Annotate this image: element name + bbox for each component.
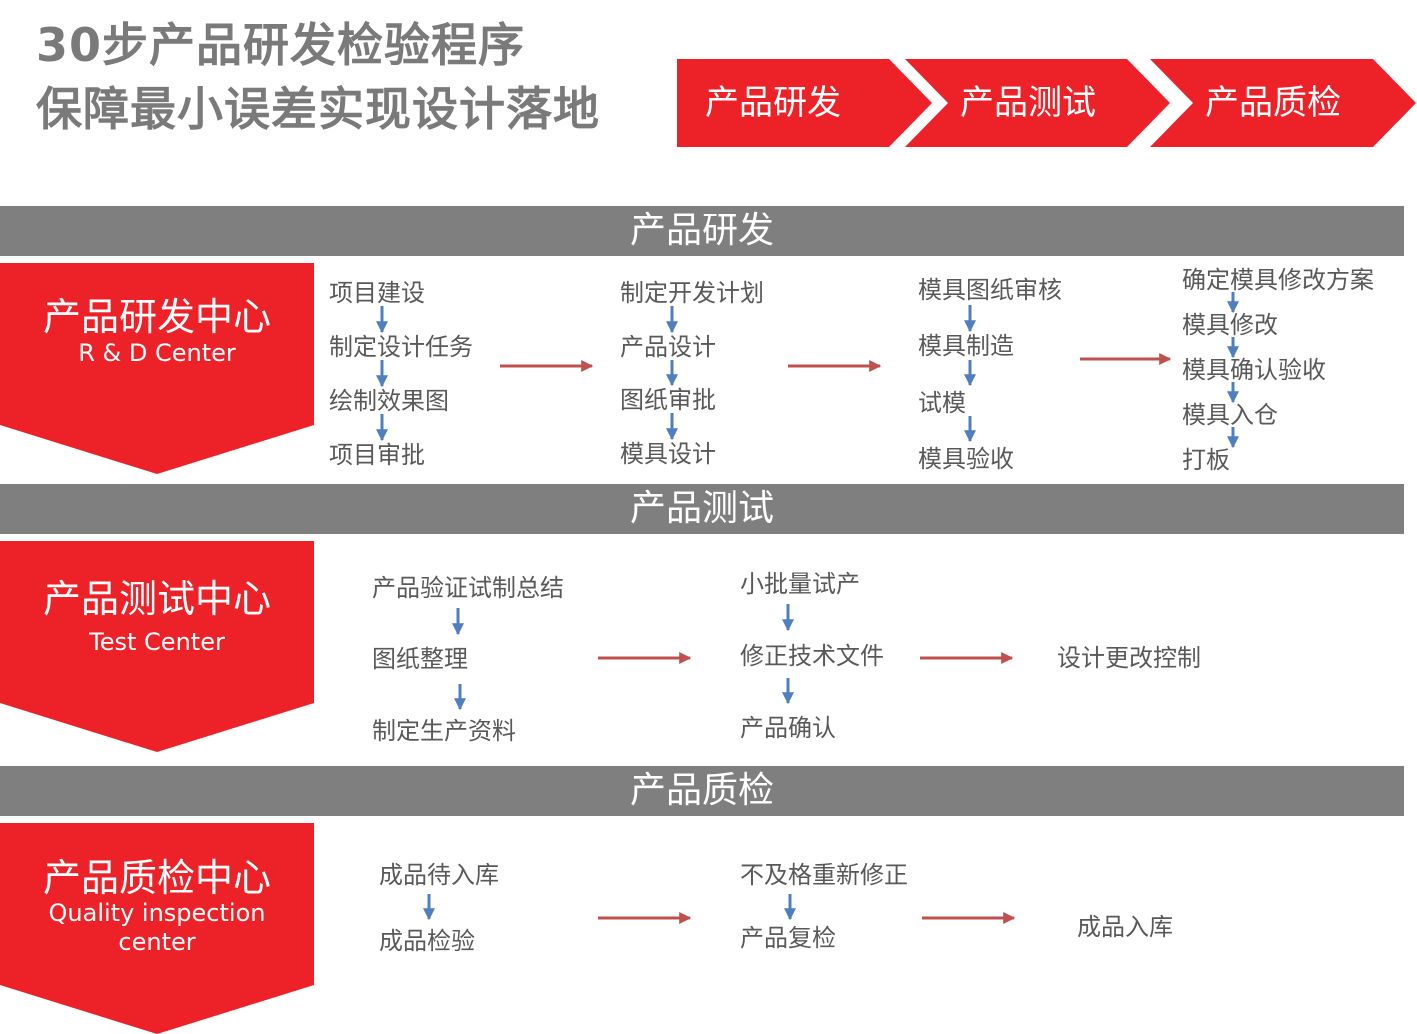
step-item: 试模 — [918, 389, 966, 417]
section-header-test: 产品测试 — [0, 484, 1404, 534]
center-name-zh: 产品研发中心 — [42, 295, 271, 339]
title-line-1: 30步产品研发检验程序 — [36, 18, 526, 72]
step-item: 产品设计 — [620, 333, 716, 361]
center-name-en: R & D Center — [78, 339, 236, 367]
step-item: 设计更改控制 — [1057, 644, 1201, 672]
step-item: 绘制效果图 — [329, 387, 449, 415]
step-item: 小批量试产 — [740, 570, 860, 598]
step-item: 模具设计 — [620, 440, 716, 468]
step-item: 成品入库 — [1077, 913, 1173, 941]
step-item: 确定模具修改方案 — [1182, 266, 1374, 294]
flow-step-label: 产品研发 — [705, 83, 841, 123]
flow-step-rd: 产品研发 — [677, 59, 932, 147]
center-name-en: Test Center — [89, 628, 225, 656]
step-item: 项目审批 — [329, 441, 425, 469]
section-header-qc: 产品质检 — [0, 766, 1404, 816]
step-item: 模具验收 — [918, 445, 1014, 473]
step-item: 制定开发计划 — [620, 279, 764, 307]
step-item: 成品检验 — [379, 927, 475, 955]
center-badge-qc: 产品质检中心 Quality inspection center — [0, 823, 314, 1034]
step-item: 模具图纸审核 — [918, 276, 1062, 304]
step-item: 项目建设 — [329, 279, 425, 307]
center-badge-rd: 产品研发中心 R & D Center — [0, 263, 314, 474]
step-item: 打板 — [1182, 446, 1230, 474]
step-item: 产品复检 — [740, 924, 836, 952]
center-name-zh: 产品质检中心 — [42, 856, 271, 900]
flow-step-label: 产品质检 — [1205, 83, 1341, 123]
step-item: 产品验证试制总结 — [372, 574, 564, 602]
step-item: 修正技术文件 — [740, 642, 884, 670]
step-item: 模具入仓 — [1182, 401, 1278, 429]
step-item: 图纸整理 — [372, 645, 468, 673]
step-item: 制定设计任务 — [329, 333, 473, 361]
step-item: 产品确认 — [740, 714, 836, 742]
center-name-zh: 产品测试中心 — [42, 577, 271, 621]
section-header-rd: 产品研发 — [0, 206, 1404, 256]
flow-step-label: 产品测试 — [960, 83, 1096, 123]
step-item: 制定生产资料 — [372, 717, 516, 745]
center-name-en: Quality inspection center — [48, 899, 266, 956]
step-item: 成品待入库 — [379, 861, 499, 889]
step-item: 模具确认验收 — [1182, 356, 1326, 384]
step-item: 模具制造 — [918, 332, 1014, 360]
title-line-2: 保障最小误差实现设计落地 — [36, 82, 600, 136]
step-item: 图纸审批 — [620, 386, 716, 414]
flow-step-qc: 产品质检 — [1150, 59, 1416, 147]
flow-step-test: 产品测试 — [905, 59, 1170, 147]
step-item: 模具修改 — [1182, 311, 1278, 339]
center-badge-test: 产品测试中心 Test Center — [0, 541, 314, 752]
step-item: 不及格重新修正 — [740, 861, 908, 889]
